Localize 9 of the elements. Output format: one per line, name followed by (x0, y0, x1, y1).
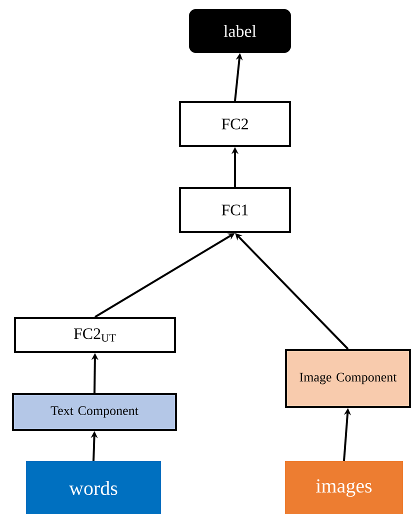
layer-box: FC2 (179, 101, 291, 147)
input-box: words (26, 461, 161, 514)
component-box: Text Component (12, 393, 177, 431)
component-box: Image Component (285, 349, 411, 408)
output-box: label (189, 9, 291, 53)
layer-box: FC1 (179, 187, 291, 233)
arrow (235, 233, 349, 350)
input-box: images (285, 461, 403, 514)
layer-box: FC2$_{UT}$ (14, 317, 176, 353)
